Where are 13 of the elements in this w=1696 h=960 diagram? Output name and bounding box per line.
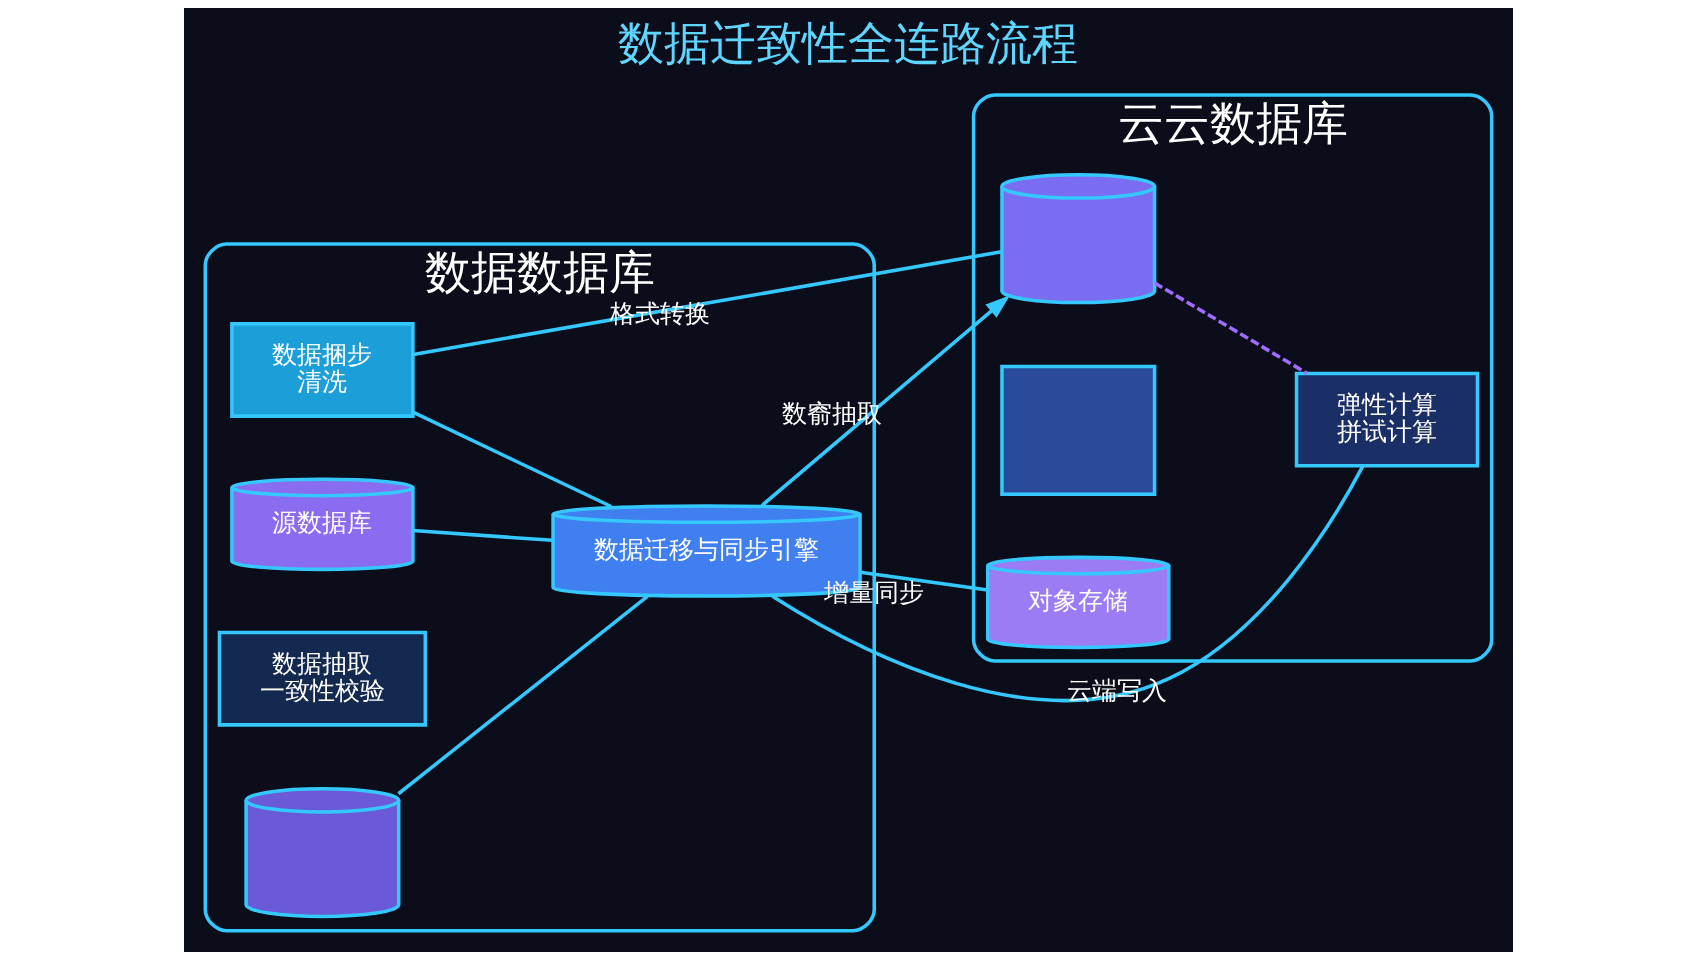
- node-box: 数据抽取 一致性校验: [217, 630, 427, 727]
- connector: [412, 528, 553, 543]
- connector: [411, 410, 612, 509]
- connector: [771, 465, 1365, 703]
- node-box: [999, 364, 1156, 496]
- diagram-title: 数据迁致性全连路流程: [618, 16, 1078, 71]
- connector: [859, 570, 988, 592]
- node-box: 数据捆步 清洗: [229, 322, 415, 418]
- connector: [412, 250, 1002, 357]
- node-box: 弹性计算 拼试计算: [1294, 371, 1479, 468]
- arrow: [760, 295, 1010, 507]
- connector: [1153, 281, 1308, 375]
- connector: [396, 595, 649, 796]
